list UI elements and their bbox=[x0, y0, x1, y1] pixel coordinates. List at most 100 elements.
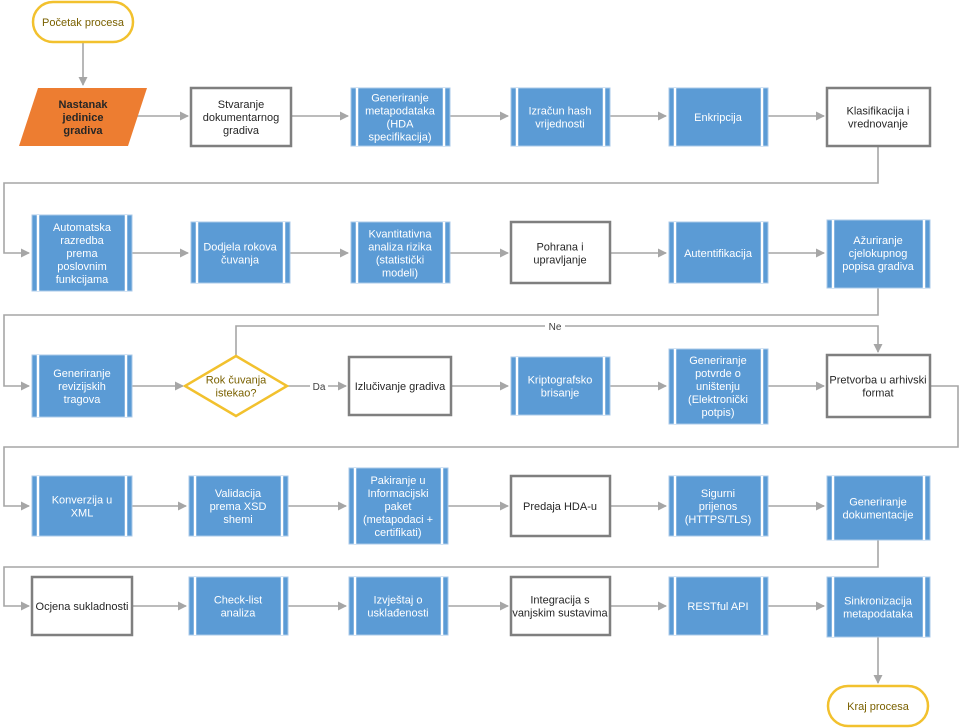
node-label-line: prema bbox=[66, 248, 98, 260]
node-label-line: revizijskih bbox=[58, 381, 106, 393]
node-label-line: metapodataka bbox=[843, 609, 914, 621]
edge-n23-n24 bbox=[3, 540, 879, 611]
node-label-line: Enkripcija bbox=[694, 112, 743, 124]
node-label-line: poslovnim bbox=[57, 261, 107, 273]
node-label-line: Rok čuvanja bbox=[206, 375, 267, 387]
node-label-line: usklađenosti bbox=[367, 608, 428, 620]
node-label-line: (metapodaci + bbox=[363, 514, 433, 526]
node-label-line: Pohrana i bbox=[536, 242, 583, 254]
end-terminal: Kraj procesa bbox=[826, 684, 930, 728]
connectors bbox=[3, 42, 959, 684]
node-label-line: vanjskim sustavima bbox=[512, 608, 608, 620]
node-label-start: Početak procesa bbox=[42, 17, 125, 29]
node-label-line: RESTful API bbox=[687, 601, 748, 613]
node-label-line: paket bbox=[385, 501, 412, 513]
node-label-line: modeli) bbox=[382, 268, 418, 280]
node-label-line: potpis) bbox=[701, 407, 734, 419]
node-label-line: Informacijski bbox=[367, 488, 428, 500]
node-izlucivanje: Izlučivanje gradiva bbox=[347, 355, 453, 417]
node-label-line: (Elektronički bbox=[688, 394, 748, 406]
edge-n12-n13 bbox=[3, 288, 879, 391]
node-label-line: gradiva bbox=[223, 125, 260, 137]
node-label-line: dokumentarnog bbox=[203, 112, 279, 124]
node-label-line: (HDA bbox=[387, 119, 415, 131]
node-label-line: Generiranje bbox=[849, 497, 906, 509]
node-label-line: Stvaranje bbox=[218, 99, 264, 111]
node-label-end: Kraj procesa bbox=[847, 701, 910, 713]
node-label-line: funkcijama bbox=[56, 274, 109, 286]
node-label-line: specifikacija) bbox=[369, 132, 432, 144]
node-label-line: brisanje bbox=[541, 388, 580, 400]
node-autentifikacija: Autentifikacija bbox=[668, 221, 769, 284]
node-label-line: razredba bbox=[60, 235, 104, 247]
node-label-line: popisa gradiva bbox=[842, 261, 914, 273]
node-label-line: potvrde o bbox=[695, 368, 741, 380]
node-label-line: Validacija bbox=[215, 488, 262, 500]
node-label-n28: RESTful API bbox=[687, 601, 748, 613]
node-label-line: Predaja HDA-u bbox=[523, 501, 597, 513]
node-label-line: (statistički bbox=[376, 255, 424, 267]
edge-n6-n7 bbox=[3, 146, 879, 258]
node-label-line: vrednovanje bbox=[848, 119, 908, 131]
node-predaja-hda: Predaja HDA-u bbox=[509, 474, 612, 538]
node-label-line: shemi bbox=[223, 514, 252, 526]
node-label-line: Ocjena sukladnosti bbox=[36, 601, 129, 613]
node-label-line: prema XSD bbox=[210, 501, 267, 513]
node-label-line: Generiranje bbox=[689, 355, 746, 367]
edge-n17-n18 bbox=[3, 385, 959, 511]
node-label-line: Check-list bbox=[214, 595, 262, 607]
node-label-line: prijenos bbox=[699, 501, 738, 513]
edge-label-da: Da bbox=[313, 382, 326, 393]
node-label-line: (HTTPS/TLS) bbox=[685, 514, 752, 526]
node-label-line: Izlučivanje gradiva bbox=[355, 381, 446, 393]
node-label-line: čuvanja bbox=[221, 255, 260, 267]
node-label-line: Integracija s bbox=[530, 595, 590, 607]
node-label-line: Ažuriranje bbox=[853, 235, 903, 247]
node-label-line: Automatska bbox=[53, 222, 112, 234]
node-label-line: Autentifikacija bbox=[684, 248, 753, 260]
node-label-line: Dodjela rokova bbox=[203, 242, 277, 254]
node-label-line: Izračun hash bbox=[529, 106, 592, 118]
node-label-line: jedinice bbox=[62, 112, 104, 124]
node-label-line: uništenju bbox=[696, 381, 740, 393]
node-label-line: Nastanak bbox=[59, 99, 109, 111]
node-label-line: Kraj procesa bbox=[847, 701, 910, 713]
node-label-line: istekao? bbox=[216, 388, 257, 400]
node-label-line: metapodataka bbox=[365, 106, 436, 118]
node-enkripcija: Enkripcija bbox=[668, 87, 769, 147]
